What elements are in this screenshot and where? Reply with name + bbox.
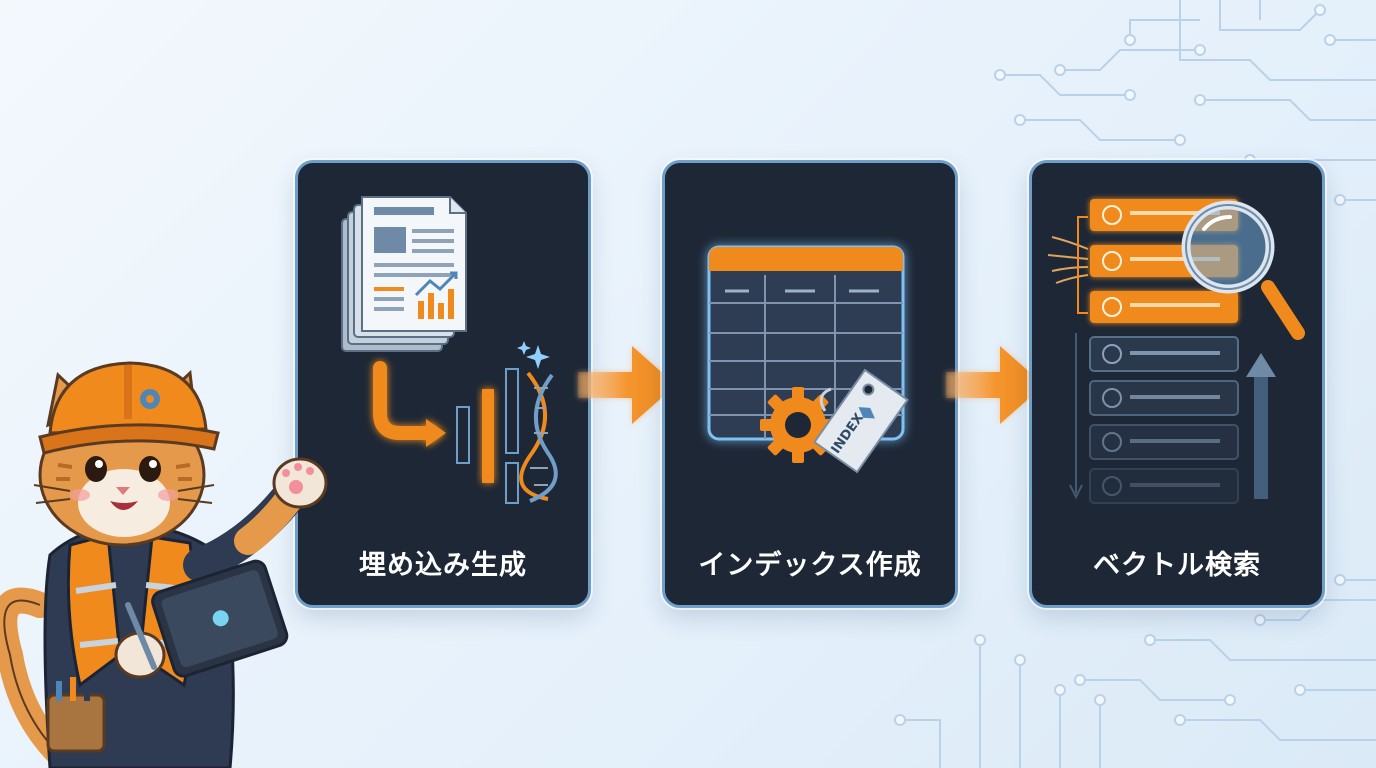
vector-search-icon: [1047, 199, 1305, 504]
flow-arrow-icon: [578, 346, 676, 424]
step-label: ベクトル検索: [1093, 550, 1261, 581]
step-label: 埋め込み生成: [359, 550, 527, 581]
step-card-index: INDEX インデックス作成: [662, 160, 958, 608]
step-card-embedding: 埋め込み生成: [295, 160, 591, 608]
index-table-icon: INDEX: [707, 245, 909, 474]
step-card-vector-search: ベクトル検索: [1029, 160, 1325, 608]
document-to-vector-icon: [341, 196, 558, 504]
cat-engineer-mascot: [0, 361, 328, 768]
step-label: インデックス作成: [698, 550, 922, 581]
flow-arrow-icon: [946, 346, 1044, 424]
